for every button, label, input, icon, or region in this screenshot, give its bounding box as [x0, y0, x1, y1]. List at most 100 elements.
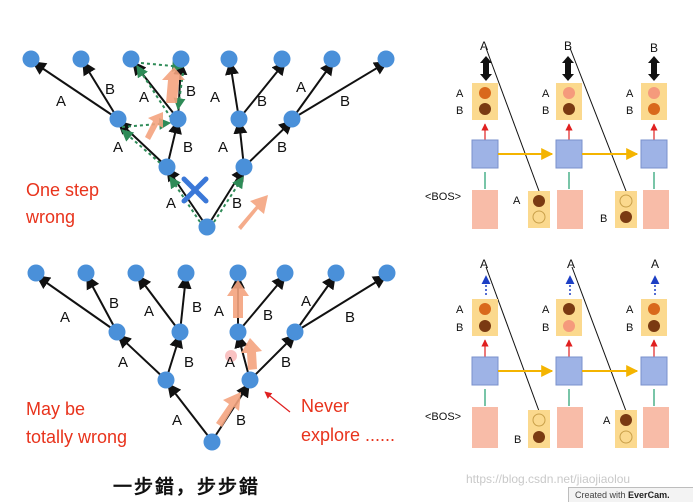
choice-arrow [216, 392, 241, 427]
tree-node [276, 264, 294, 282]
row-label: B [542, 105, 549, 117]
edge-label: A [296, 79, 306, 96]
tree-node [229, 264, 247, 282]
seq-bottom-sample-arrows [481, 275, 660, 295]
tree-node [283, 110, 301, 128]
edge-label: A [225, 354, 235, 371]
input-dot-a [619, 194, 633, 208]
caption-line: May be [26, 399, 85, 419]
seq-top-feedback-lines [485, 47, 627, 192]
tree-node [203, 433, 221, 451]
edge-label: A [139, 89, 149, 106]
seq-top-input-arrows [484, 172, 655, 189]
row-label: A [626, 304, 634, 316]
sample-double-arrow [480, 56, 492, 81]
tree-top-greedy-path [121, 60, 244, 223]
seq-top: A B B A B A B A B [425, 39, 669, 229]
output-token: B [650, 41, 658, 55]
tree-node [177, 264, 195, 282]
seq-top-rnn-cells [471, 139, 668, 169]
tree-node [235, 158, 253, 176]
row-label: B [456, 322, 463, 334]
rnn-cell [555, 139, 583, 169]
seq-bottom-rnn-cells [471, 356, 668, 386]
input-token: B [600, 213, 607, 225]
edge-label: B [277, 139, 287, 156]
tree-node [323, 50, 341, 68]
input-dot-b [620, 211, 632, 223]
rnn-cell [471, 139, 499, 169]
edge-label: B [345, 309, 355, 326]
footer-caption: 一步錯，步步錯 [113, 475, 260, 498]
prob-dot-b [563, 320, 575, 332]
tree-bottom-edge-labels: A B A B A B A B A B A B A B [60, 293, 355, 429]
tree-bottom: A B A B A B A B A B A B A B May be total… [26, 264, 396, 451]
tree-node [108, 323, 126, 341]
seq-bottom-up-arrows [481, 339, 658, 357]
seq-top-up-arrows [481, 123, 658, 140]
edge-label: A [172, 412, 182, 429]
row-label: A [456, 304, 464, 316]
row-label: B [626, 322, 633, 334]
input-token: B [514, 434, 521, 446]
edge-label: B [257, 93, 267, 110]
caption-line: wrong [25, 207, 75, 227]
row-label: B [542, 322, 549, 334]
bos-label: <BOS> [425, 411, 461, 423]
evercam-badge: Created with EverCam. [568, 487, 693, 502]
output-token: A [567, 257, 575, 271]
tree-node [22, 50, 40, 68]
tree-top-choice-arrows [145, 67, 268, 230]
prob-dot-a [563, 87, 575, 99]
edge-label: B [105, 81, 115, 98]
seq-top-input-boxes [472, 190, 669, 229]
edge-label: A [56, 93, 66, 110]
input-box [472, 190, 498, 229]
bos-label: <BOS> [425, 191, 461, 203]
input-box [557, 407, 583, 448]
tree-node [273, 50, 291, 68]
prob-dot-a [563, 303, 575, 315]
never-explore-line: explore ...... [301, 425, 395, 445]
rnn-cell [471, 356, 499, 386]
seq-bottom-feedback-lines [485, 266, 627, 412]
choice-arrow [162, 67, 185, 103]
edge-label: B [236, 412, 246, 429]
prob-dot-a [479, 87, 491, 99]
seq-top-sample-arrows [480, 56, 660, 81]
row-label: A [456, 88, 464, 100]
row-label: B [626, 105, 633, 117]
seq-top-output-labels: A B B [480, 39, 658, 55]
tree-node [377, 50, 395, 68]
input-box [643, 190, 669, 229]
row-label: B [456, 105, 463, 117]
input-dot-a [620, 414, 632, 426]
seq-bottom-row-labels: A B A B A B [456, 304, 634, 334]
edge-label: A [144, 303, 154, 320]
badge-prefix: Created with [575, 490, 626, 500]
tree-top-caption: One step wrong [25, 180, 99, 227]
seq-bottom-output-labels: A A A [480, 257, 659, 271]
prob-dot-b [479, 320, 491, 332]
edge-label: B [186, 83, 196, 100]
input-box [472, 407, 498, 448]
caption-line: One step [26, 180, 99, 200]
seq-top-row-labels: A B A B A B [456, 88, 634, 117]
sample-double-arrow [562, 56, 574, 81]
seq-bottom: A A A A B A B A B [425, 257, 669, 448]
edge-label: B [109, 295, 119, 312]
tree-node [127, 264, 145, 282]
output-token: B [564, 39, 572, 53]
edge-label: A [166, 195, 176, 212]
prob-dot-a [648, 87, 660, 99]
edge-label: B [184, 354, 194, 371]
edge-label: A [301, 293, 311, 310]
input-dot-a [533, 195, 545, 207]
edge-label: B [192, 299, 202, 316]
input-dot-a [532, 413, 546, 427]
row-label: A [626, 88, 634, 100]
tree-node [169, 110, 187, 128]
input-box [557, 190, 583, 229]
never-explore-pointer [264, 391, 291, 413]
edge-label: A [113, 139, 123, 156]
